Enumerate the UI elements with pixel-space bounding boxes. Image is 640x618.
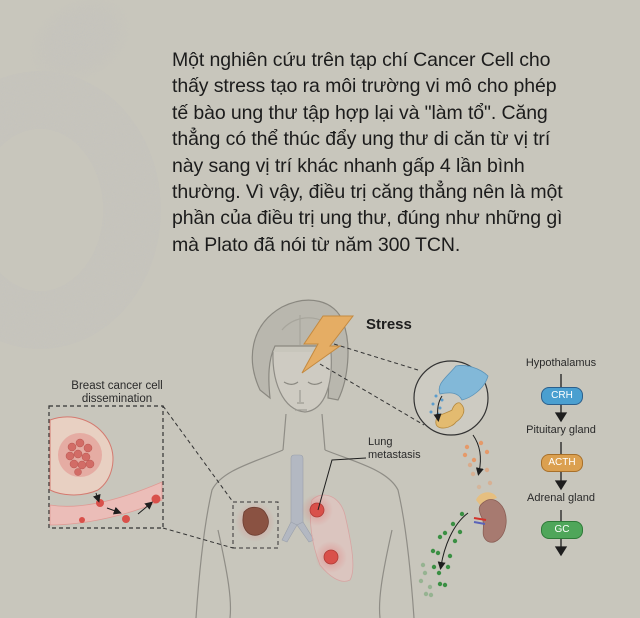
breast-focus-box — [232, 501, 279, 549]
synapse-zoom-circle — [413, 360, 489, 436]
trachea — [281, 454, 315, 543]
hormone-dots-green — [430, 511, 465, 588]
lung-label-line: metastasis — [368, 448, 421, 461]
acth-badge: ACTH — [541, 454, 583, 472]
breast-dissemination-label: Breast cancer cell dissemination — [52, 380, 182, 406]
hypothalamus-label: Hypothalamus — [525, 357, 597, 369]
breast-duct-illustration — [49, 416, 163, 526]
breast-tumor-icon — [242, 506, 269, 536]
lightning-bolt-icon — [301, 315, 355, 374]
lung-tumor-icon — [309, 502, 325, 518]
crh-badge: CRH — [541, 387, 583, 405]
paragraph-line: thường. Vì vậy, điều trị căng thẳng nên … — [172, 181, 563, 204]
paragraph-line: này sang vị trí khác nhanh gấp 4 lần bìn… — [172, 154, 525, 177]
adrenal-gland-label: Adrenal gland — [527, 492, 595, 504]
paragraph-line: phần của điều trị ung thư, đúng như nhữn… — [172, 207, 563, 230]
hormone-dots-orange — [462, 440, 493, 490]
lung-label-line: Lung — [368, 436, 393, 448]
breast-label-line: Breast cancer cell — [71, 380, 163, 392]
paragraph-line: Một nghiên cứu trên tạp chí Cancer Cell … — [172, 49, 551, 71]
article-paragraph: Một nghiên cứu trên tạp chí Cancer Cell … — [172, 47, 632, 258]
paragraph-line: thấy stress tạo ra môi trường vi mô cho … — [172, 75, 557, 98]
hpa-axis-arrows — [554, 374, 568, 557]
breast-label-line: dissemination — [81, 393, 153, 405]
kidney-adrenal-icon — [473, 492, 507, 543]
paragraph-line: tế bào ung thư tập hợp lại và "làm tổ". … — [172, 101, 548, 124]
lung-metastasis-label: Lung metastasis — [368, 436, 421, 461]
pituitary-gland-label: Pituitary gland — [526, 424, 596, 436]
gc-badge: GC — [541, 521, 583, 539]
lung-tumor-icon — [323, 549, 339, 565]
paragraph-line: thẳng có thể thúc đẩy ung thư di căn từ … — [172, 128, 551, 151]
stress-label: Stress — [366, 316, 412, 333]
breast-inset-box — [48, 405, 164, 529]
paragraph-line: mà Plato đã nói từ năm 300 TCN. — [172, 233, 461, 256]
